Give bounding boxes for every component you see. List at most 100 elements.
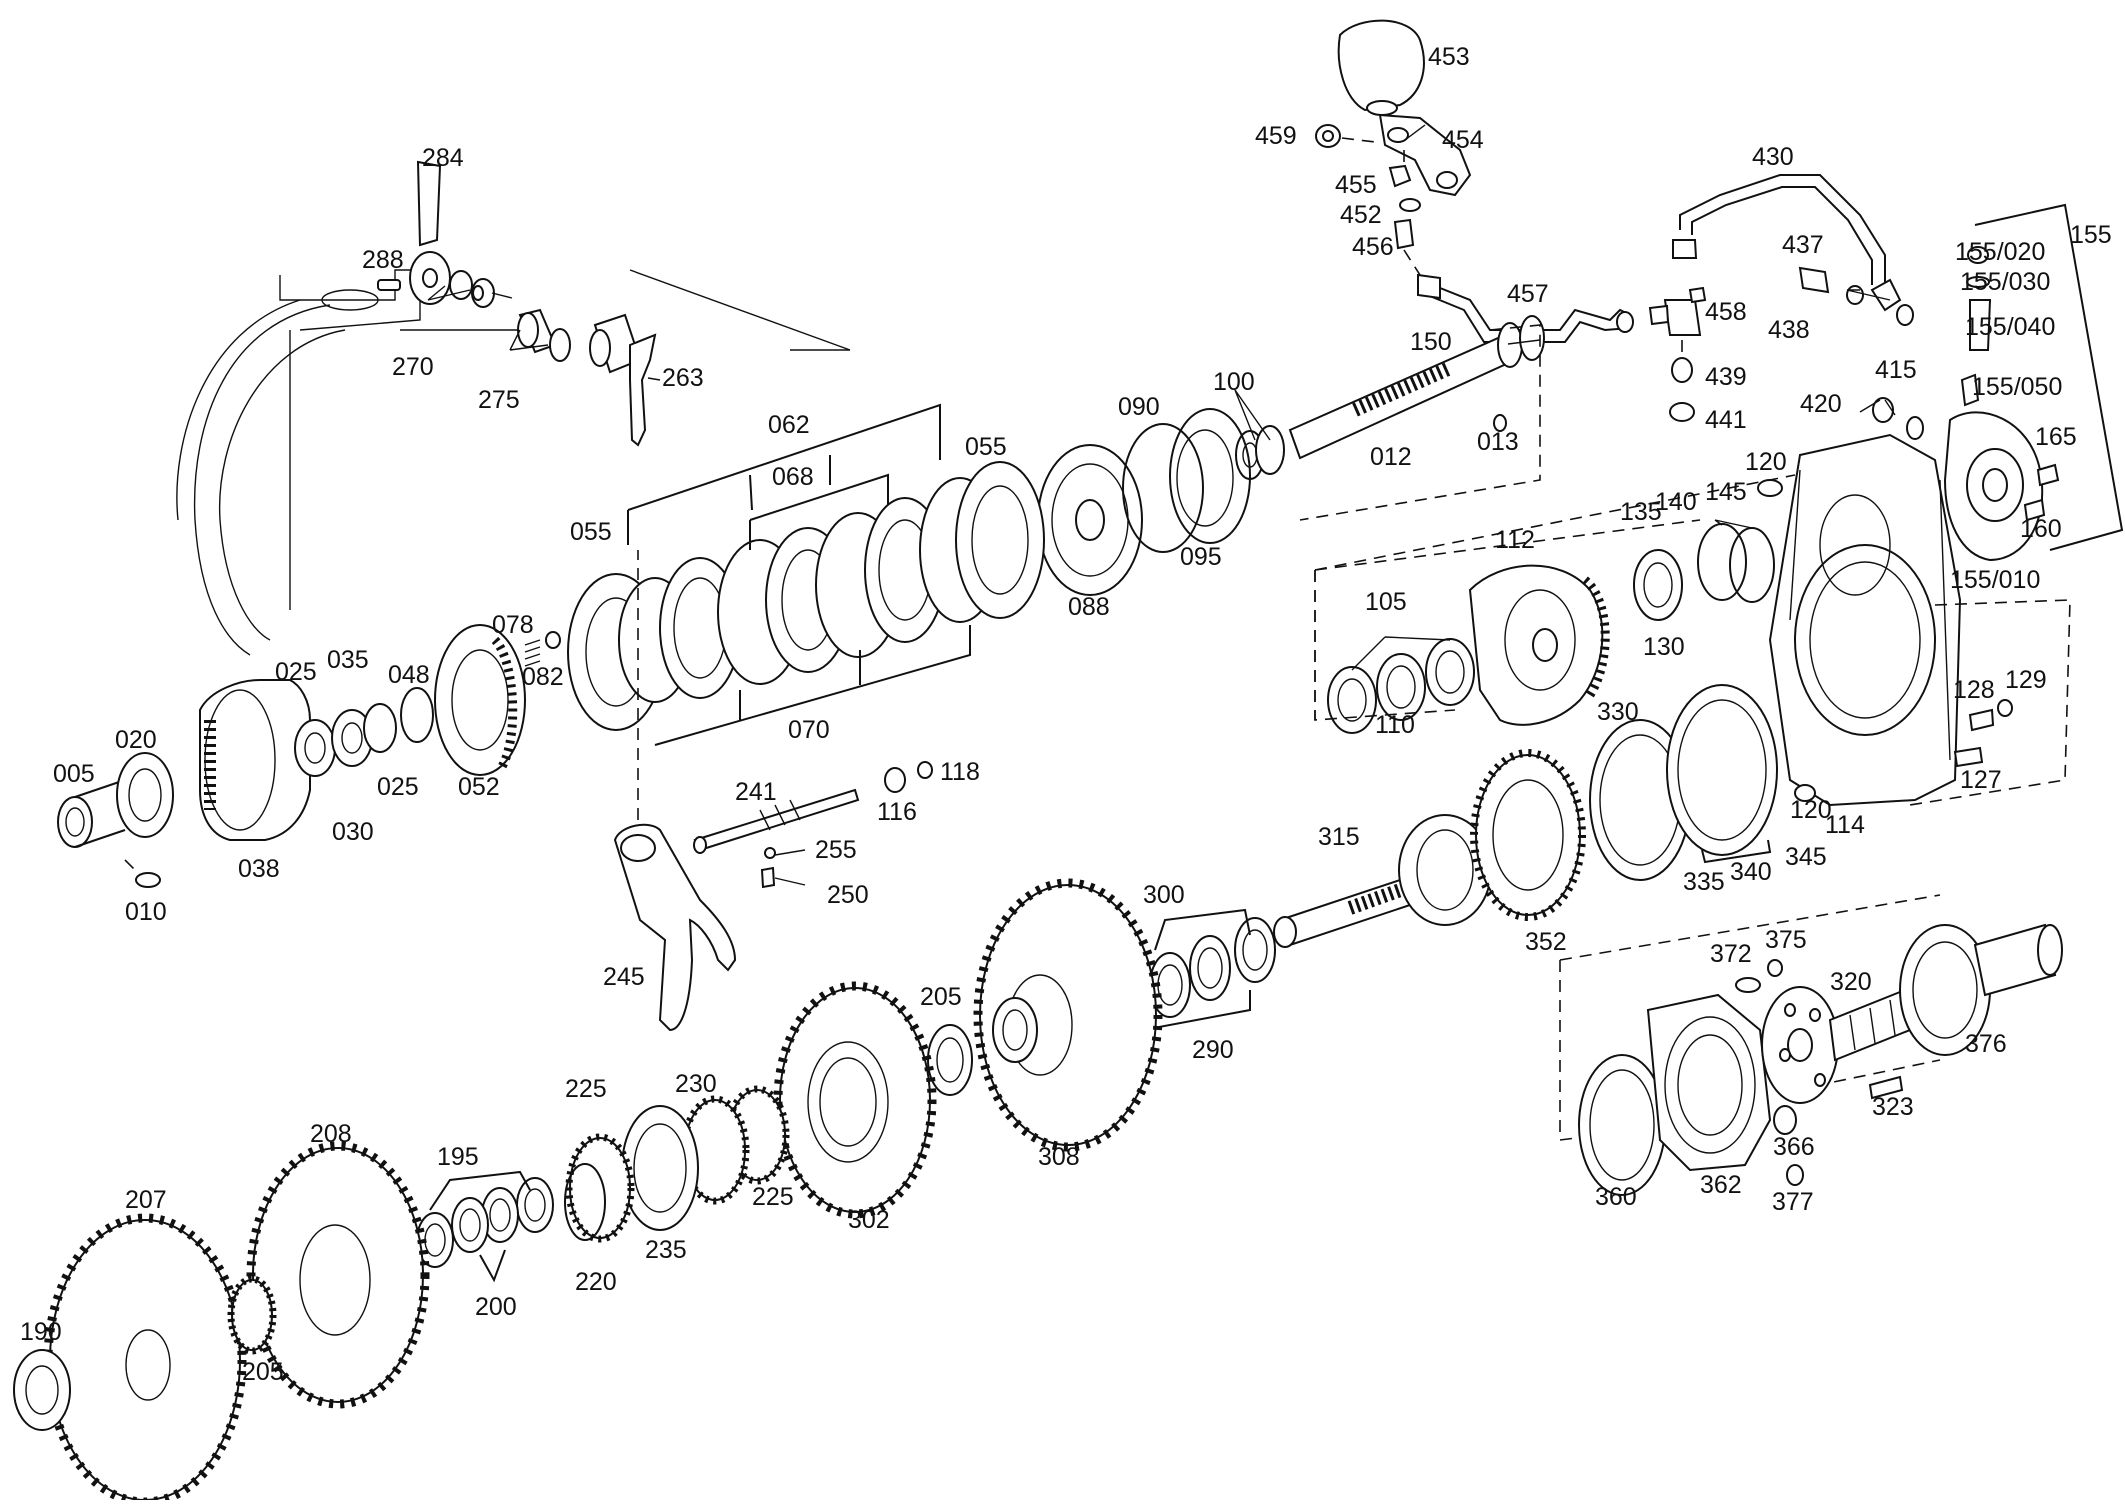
gear-207 bbox=[43, 1213, 247, 1505]
label-155-010: 155/010 bbox=[1950, 566, 2040, 594]
label-453: 453 bbox=[1428, 43, 1470, 71]
bracket-300 bbox=[1154, 908, 1251, 951]
label-150: 150 bbox=[1410, 328, 1452, 356]
bearing-190 bbox=[13, 1349, 71, 1431]
spring-078 bbox=[524, 631, 561, 667]
rings-100 bbox=[1235, 425, 1285, 480]
housing-cover-114 bbox=[1768, 433, 1962, 807]
label-012: 012 bbox=[1370, 443, 1412, 471]
label-005: 005 bbox=[53, 760, 95, 788]
label-200: 200 bbox=[475, 1293, 517, 1321]
label-320: 320 bbox=[1830, 968, 1872, 996]
output-shaft-315 bbox=[1273, 814, 1492, 948]
label-025-top: 025 bbox=[275, 658, 317, 686]
label-025-bottom: 025 bbox=[377, 773, 419, 801]
selector-arm-263 bbox=[589, 313, 657, 447]
label-114: 114 bbox=[1825, 811, 1865, 839]
label-116: 116 bbox=[877, 798, 917, 826]
label-070: 070 bbox=[788, 716, 830, 744]
label-118: 118 bbox=[940, 758, 980, 786]
label-335: 335 bbox=[1683, 868, 1725, 896]
input-shaft-012 bbox=[1288, 315, 1545, 460]
label-441: 441 bbox=[1705, 406, 1747, 434]
label-345: 345 bbox=[1785, 843, 1827, 871]
label-020: 020 bbox=[115, 726, 157, 754]
gear-308 bbox=[973, 878, 1163, 1152]
label-366: 366 bbox=[1773, 1133, 1815, 1161]
bracket-200 bbox=[479, 1249, 506, 1283]
label-208: 208 bbox=[310, 1120, 352, 1148]
label-205-top: 205 bbox=[920, 983, 962, 1011]
label-415: 415 bbox=[1875, 356, 1917, 384]
label-030: 030 bbox=[332, 818, 374, 846]
label-454: 454 bbox=[1442, 126, 1484, 154]
pin-010 bbox=[135, 872, 161, 888]
screw-377 bbox=[1786, 1164, 1804, 1186]
dashed-outline-012 bbox=[1299, 324, 1541, 521]
label-235: 235 bbox=[645, 1236, 687, 1264]
label-048: 048 bbox=[388, 661, 430, 689]
seal-360 bbox=[1578, 1054, 1666, 1196]
label-455: 455 bbox=[1335, 171, 1377, 199]
label-055-left: 055 bbox=[570, 518, 612, 546]
label-190: 190 bbox=[20, 1318, 62, 1346]
label-095: 095 bbox=[1180, 543, 1222, 571]
label-376: 376 bbox=[1965, 1030, 2007, 1058]
shift-rod-241 bbox=[693, 788, 860, 854]
label-062: 062 bbox=[768, 411, 810, 439]
gear-208 bbox=[246, 1141, 430, 1409]
label-275: 275 bbox=[478, 386, 520, 414]
sensor-ring-352 bbox=[1470, 749, 1586, 921]
hub-308 bbox=[992, 997, 1038, 1063]
label-207: 207 bbox=[125, 1186, 167, 1214]
label-220: 220 bbox=[575, 1268, 617, 1296]
label-120-bottom: 120 bbox=[1790, 796, 1832, 824]
label-225-right: 225 bbox=[752, 1183, 794, 1211]
pin-013 bbox=[1493, 414, 1507, 432]
label-362: 362 bbox=[1700, 1171, 1742, 1199]
clutch-pack bbox=[567, 461, 1045, 731]
label-288: 288 bbox=[362, 246, 404, 274]
label-315: 315 bbox=[1318, 823, 1360, 851]
label-439: 439 bbox=[1705, 363, 1747, 391]
label-130: 130 bbox=[1643, 633, 1685, 661]
label-300: 300 bbox=[1143, 881, 1185, 909]
label-377: 377 bbox=[1772, 1188, 1814, 1216]
label-263: 263 bbox=[662, 364, 704, 392]
shaft-376 bbox=[1899, 923, 2063, 1056]
label-155-030: 155/030 bbox=[1960, 268, 2050, 296]
label-140: 140 bbox=[1655, 488, 1697, 516]
label-068: 068 bbox=[772, 463, 814, 491]
gear-302 bbox=[773, 981, 937, 1219]
label-245: 245 bbox=[603, 963, 645, 991]
label-375: 375 bbox=[1765, 926, 1807, 954]
shift-knob-453 bbox=[1337, 19, 1425, 116]
needle-bearings-195-200 bbox=[416, 1177, 554, 1268]
label-160: 160 bbox=[2020, 515, 2062, 543]
flange-320 bbox=[1761, 986, 1912, 1104]
label-437: 437 bbox=[1782, 231, 1824, 259]
label-195: 195 bbox=[437, 1143, 479, 1171]
label-112: 112 bbox=[1495, 526, 1535, 554]
needle-bearings-105 bbox=[1327, 638, 1475, 734]
dashed-outline-112 bbox=[1314, 519, 1701, 721]
bracket-068 bbox=[749, 473, 889, 550]
part-number-labels: 284 288 270 275 263 453 454 459 455 452 … bbox=[20, 43, 2112, 1386]
planet-carrier-112 bbox=[1468, 564, 1610, 726]
pipe-457 bbox=[1417, 273, 1634, 343]
label-100: 100 bbox=[1213, 368, 1255, 396]
bracket-070 bbox=[654, 625, 971, 746]
bearing-205-bottom bbox=[227, 1275, 277, 1355]
bearing-205-top bbox=[927, 1024, 973, 1096]
label-270: 270 bbox=[392, 353, 434, 381]
spring-250 bbox=[760, 866, 776, 889]
nut-375 bbox=[1767, 959, 1783, 977]
label-430: 430 bbox=[1752, 143, 1794, 171]
label-352: 352 bbox=[1525, 928, 1567, 956]
label-452: 452 bbox=[1340, 201, 1382, 229]
bracket-155 bbox=[1974, 203, 2124, 551]
label-082: 082 bbox=[522, 663, 564, 691]
label-155-040: 155/040 bbox=[1965, 313, 2055, 341]
label-255: 255 bbox=[815, 836, 857, 864]
bearings-025-035-030 bbox=[294, 703, 397, 777]
